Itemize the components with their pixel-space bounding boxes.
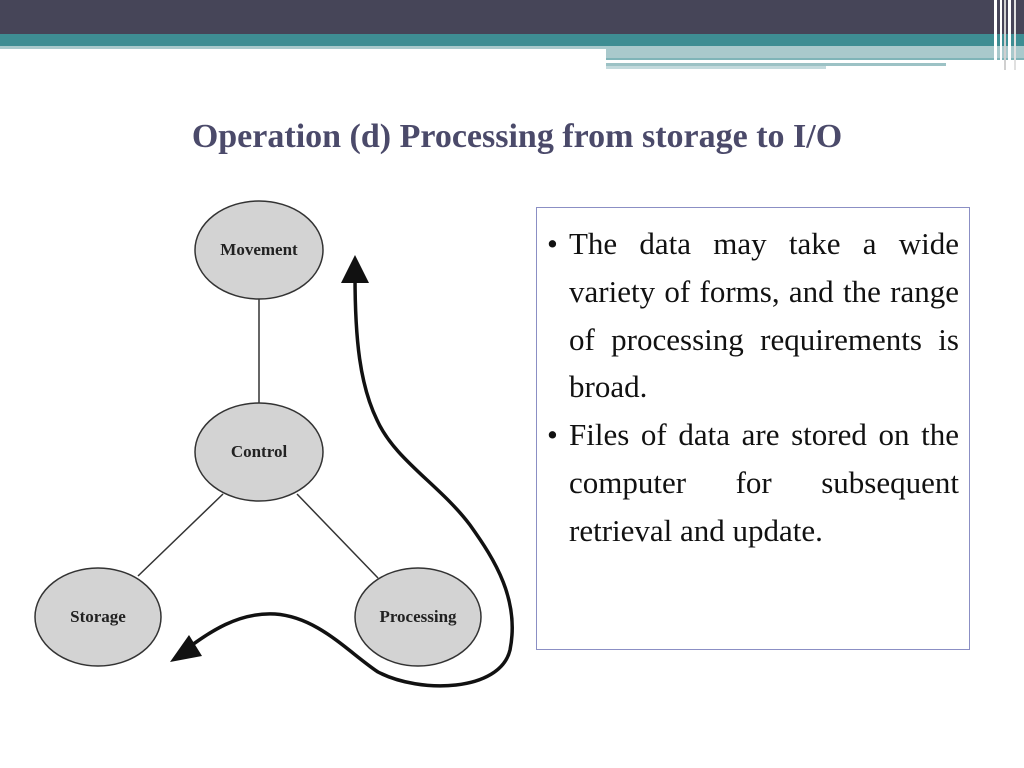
node-movement-label: Movement — [220, 240, 298, 259]
node-control: Control — [194, 402, 324, 502]
node-control-label: Control — [231, 442, 288, 461]
slide-title: Operation (d) Processing from storage to… — [191, 118, 843, 155]
bullet-text: The data may take a wide variety of form… — [569, 226, 959, 405]
bullet-text: Files of data are stored on the computer… — [569, 417, 959, 548]
edge-control-processing — [296, 493, 379, 579]
bullet-item: • Files of data are stored on the comput… — [547, 411, 959, 554]
arrowhead-up — [341, 255, 369, 283]
node-movement: Movement — [194, 200, 324, 300]
data-flow-diagram: Movement Control Storage Processing — [34, 200, 514, 688]
node-storage: Storage — [34, 567, 162, 667]
bullet-marker: • — [547, 226, 558, 261]
arrowhead-left — [170, 635, 202, 662]
notes-text-box: • The data may take a wide variety of fo… — [536, 207, 970, 650]
slide-header-band — [0, 0, 1024, 70]
flow-arrow-storage-to-movement — [170, 255, 514, 688]
edge-control-storage — [137, 493, 224, 577]
edges — [137, 299, 379, 579]
node-processing: Processing — [354, 567, 482, 667]
node-storage-label: Storage — [70, 607, 126, 626]
node-processing-label: Processing — [379, 607, 457, 626]
bullet-item: • The data may take a wide variety of fo… — [547, 220, 959, 411]
bullet-marker: • — [547, 417, 558, 453]
